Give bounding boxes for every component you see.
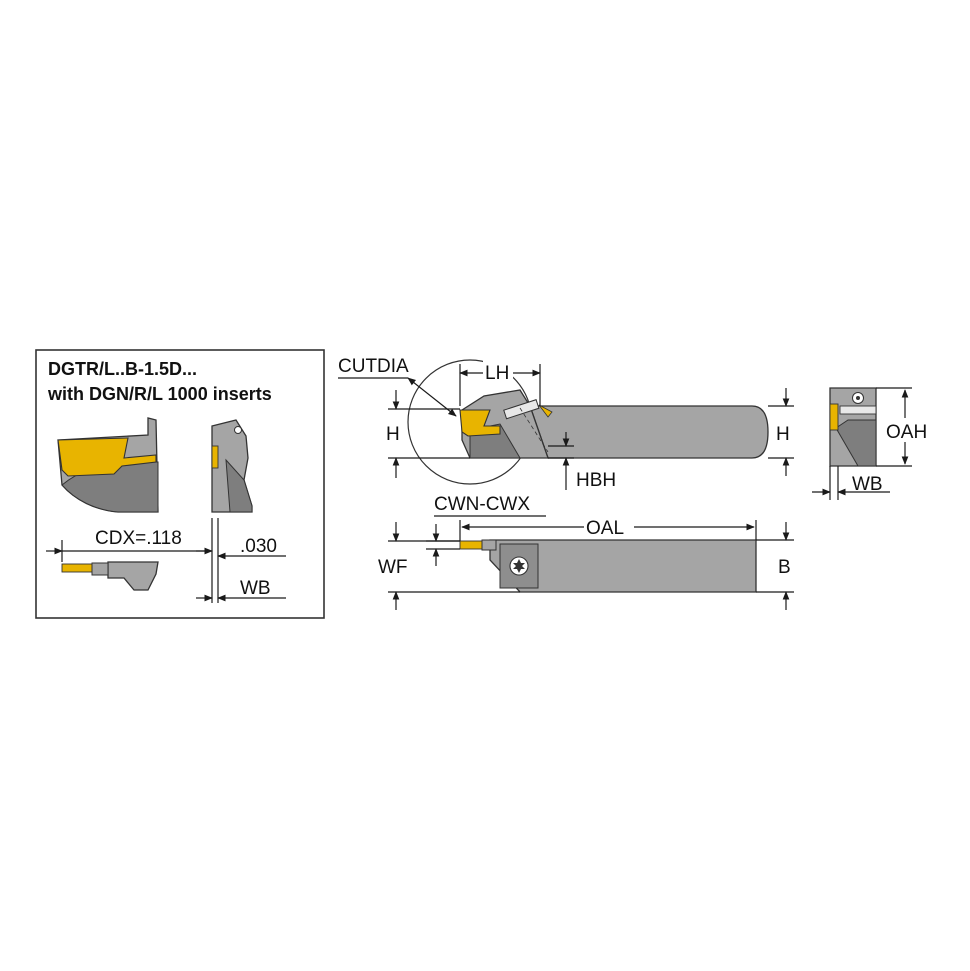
side-shank xyxy=(529,405,769,459)
offset-label: .030 xyxy=(240,536,277,557)
top-view: CWN-CWX OAL WF B xyxy=(378,494,794,610)
inset-title-line2: with DGN/R/L 1000 inserts xyxy=(47,384,272,404)
side-insert xyxy=(459,409,501,437)
hbh-label: HBH xyxy=(576,470,616,491)
inset-end-view xyxy=(211,419,253,603)
inset-top-view xyxy=(61,540,159,591)
end-wb-label: WB xyxy=(852,474,883,495)
inset-panel: DGTR/L..B-1.5D... with DGN/R/L 1000 inse… xyxy=(35,349,325,619)
h-left-label: H xyxy=(386,424,400,445)
inset-insert xyxy=(57,437,157,477)
wf-label: WF xyxy=(378,557,408,578)
inset-head-side-view xyxy=(57,417,159,513)
lh-label: LH xyxy=(485,363,509,384)
oal-label: OAL xyxy=(586,518,624,539)
end-view: OAH WB xyxy=(812,387,936,500)
cutdia-label: CUTDIA xyxy=(338,356,409,377)
b-label: B xyxy=(778,557,791,578)
h-right-label: H xyxy=(776,424,790,445)
inset-screw-icon xyxy=(234,426,242,434)
inset-title-line1: DGTR/L..B-1.5D... xyxy=(48,359,197,379)
side-view: CUTDIA LH H H HBH xyxy=(338,356,794,491)
oah-label: OAH xyxy=(886,422,927,443)
cwn-cwx-label: CWN-CWX xyxy=(434,494,530,515)
top-shank xyxy=(489,539,757,593)
inset-wb-label: WB xyxy=(240,578,271,599)
cdx-label: CDX=.118 xyxy=(95,528,182,549)
cutdia-dimension-line xyxy=(407,377,457,417)
